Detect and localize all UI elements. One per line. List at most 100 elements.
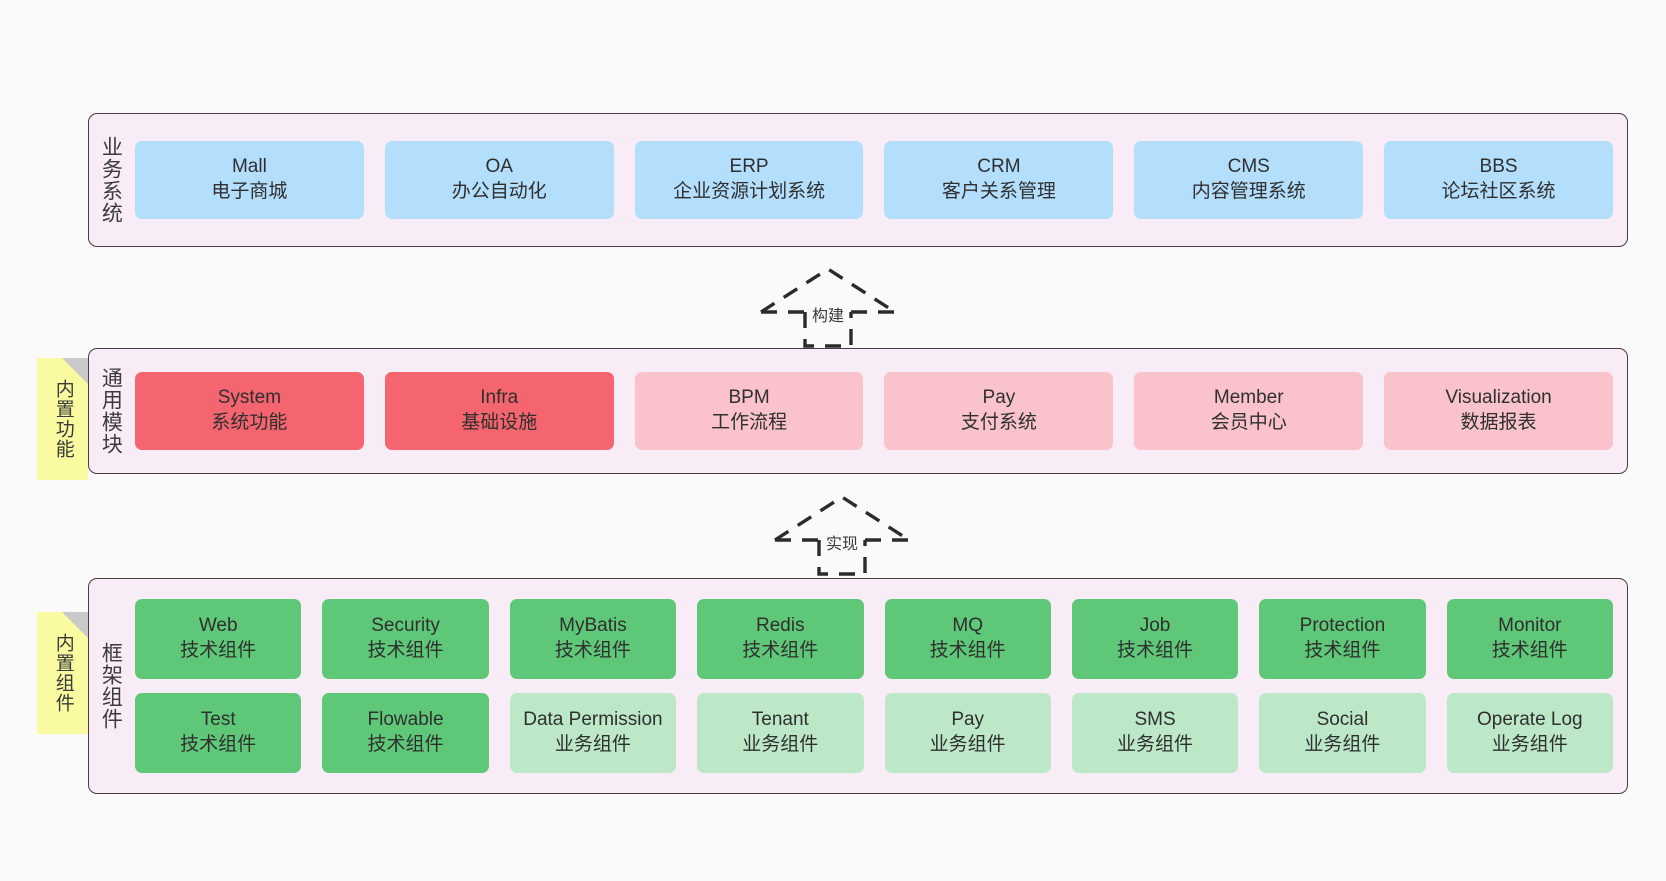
card-title: Pay: [951, 709, 985, 731]
layer-common-module-cards: System 系统功能 Infra 基础设施 BPM 工作流程 Pay 支付系统…: [131, 349, 1627, 473]
card-subtitle: 论坛社区系统: [1441, 181, 1556, 202]
card-row: System 系统功能 Infra 基础设施 BPM 工作流程 Pay 支付系统…: [135, 372, 1613, 450]
layer-common-module-label: 通用模块: [99, 367, 123, 455]
card-title: Infra: [480, 387, 519, 409]
card-oa[interactable]: OA 办公自动化: [384, 141, 614, 219]
card-pay-module[interactable]: Pay 支付系统: [884, 372, 1114, 450]
card-subtitle: 基础设施: [461, 412, 538, 433]
card-title: Test: [200, 709, 236, 731]
card-security[interactable]: Security 技术组件: [322, 599, 489, 679]
note-fold-corner: [62, 612, 88, 638]
card-title: Web: [198, 615, 238, 637]
card-mq[interactable]: MQ 技术组件: [884, 599, 1051, 679]
note-text: 内置功能: [52, 379, 74, 459]
card-subtitle: 数据报表: [1460, 412, 1537, 433]
card-cms[interactable]: CMS 内容管理系统: [1134, 141, 1364, 219]
card-subtitle: 技术组件: [180, 640, 257, 661]
card-subtitle: 系统功能: [211, 412, 288, 433]
card-title: ERP: [729, 156, 769, 178]
card-title: Flowable: [367, 709, 444, 731]
note-builtin-function[interactable]: 内置功能: [37, 358, 88, 480]
card-row: Mall 电子商城 OA 办公自动化 ERP 企业资源计划系统 CRM 客户关系…: [135, 141, 1613, 219]
card-subtitle: 业务组件: [742, 734, 819, 755]
card-social[interactable]: Social 业务组件: [1259, 693, 1426, 773]
arrow-build: 构建: [748, 262, 908, 348]
card-bbs[interactable]: BBS 论坛社区系统: [1384, 141, 1613, 219]
card-subtitle: 技术组件: [1117, 640, 1194, 661]
card-monitor[interactable]: Monitor 技术组件: [1446, 599, 1613, 679]
card-subtitle: 电子商城: [211, 181, 288, 202]
card-web[interactable]: Web 技术组件: [135, 599, 302, 679]
card-title: Member: [1213, 387, 1284, 409]
card-subtitle: 业务组件: [1304, 734, 1381, 755]
card-title: MQ: [952, 615, 983, 637]
card-title: Tenant: [751, 709, 809, 731]
card-mall[interactable]: Mall 电子商城: [135, 141, 364, 219]
card-bpm[interactable]: BPM 工作流程: [634, 372, 864, 450]
card-subtitle: 技术组件: [1491, 640, 1568, 661]
layer-common-module[interactable]: 通用模块 System 系统功能 Infra 基础设施 BPM 工作流程 Pay…: [88, 348, 1628, 474]
note-fold-corner: [62, 358, 88, 384]
card-infra[interactable]: Infra 基础设施: [384, 372, 614, 450]
card-subtitle: 业务组件: [554, 734, 631, 755]
card-subtitle: 业务组件: [1491, 734, 1568, 755]
card-title: CMS: [1227, 156, 1270, 178]
card-member[interactable]: Member 会员中心: [1134, 372, 1364, 450]
layer-framework-component[interactable]: 框架组件 Web 技术组件 Security 技术组件 MyBatis 技术组件…: [88, 578, 1628, 794]
card-flowable[interactable]: Flowable 技术组件: [322, 693, 489, 773]
card-sms[interactable]: SMS 业务组件: [1071, 693, 1239, 773]
card-operate-log[interactable]: Operate Log 业务组件: [1446, 693, 1613, 773]
card-title: Visualization: [1445, 387, 1552, 409]
card-pay-component[interactable]: Pay 业务组件: [884, 693, 1051, 773]
card-title: System: [217, 387, 282, 409]
card-row: Test 技术组件 Flowable 技术组件 Data Permission …: [135, 693, 1613, 773]
layer-framework-component-label: 框架组件: [99, 642, 123, 730]
card-test[interactable]: Test 技术组件: [135, 693, 302, 773]
card-title: Redis: [756, 615, 805, 637]
card-subtitle: 客户关系管理: [941, 181, 1056, 202]
card-subtitle: 会员中心: [1210, 412, 1287, 433]
card-subtitle: 企业资源计划系统: [673, 181, 826, 202]
card-title: Mall: [231, 156, 267, 178]
card-data-permission[interactable]: Data Permission 业务组件: [509, 693, 677, 773]
card-subtitle: 业务组件: [929, 734, 1006, 755]
card-title: BBS: [1479, 156, 1518, 178]
card-tenant[interactable]: Tenant 业务组件: [697, 693, 864, 773]
card-subtitle: 技术组件: [367, 734, 444, 755]
card-title: Social: [1316, 709, 1369, 731]
card-subtitle: 技术组件: [180, 734, 257, 755]
card-title: Data Permission: [523, 709, 663, 731]
card-subtitle: 业务组件: [1117, 734, 1194, 755]
card-title: CRM: [977, 156, 1021, 178]
card-subtitle: 工作流程: [711, 412, 788, 433]
card-title: Operate Log: [1476, 709, 1583, 731]
card-subtitle: 支付系统: [960, 412, 1037, 433]
card-redis[interactable]: Redis 技术组件: [697, 599, 864, 679]
note-text: 内置组件: [52, 633, 74, 713]
arrow-build-shape: [760, 266, 896, 348]
arrow-implement: 实现: [762, 490, 922, 576]
note-builtin-component[interactable]: 内置组件: [37, 612, 88, 734]
card-erp[interactable]: ERP 企业资源计划系统: [634, 141, 864, 219]
card-mybatis[interactable]: MyBatis 技术组件: [509, 599, 677, 679]
card-job[interactable]: Job 技术组件: [1071, 599, 1239, 679]
card-title: SMS: [1134, 709, 1176, 731]
layer-business-system-label: 业务系统: [99, 136, 123, 224]
card-subtitle: 技术组件: [367, 640, 444, 661]
card-title: MyBatis: [559, 615, 627, 637]
card-crm[interactable]: CRM 客户关系管理: [884, 141, 1114, 219]
card-system[interactable]: System 系统功能: [135, 372, 364, 450]
card-subtitle: 技术组件: [1304, 640, 1381, 661]
card-protection[interactable]: Protection 技术组件: [1259, 599, 1426, 679]
card-title: Monitor: [1498, 615, 1562, 637]
layer-business-system[interactable]: 业务系统 Mall 电子商城 OA 办公自动化 ERP 企业资源计划系统 CRM…: [88, 113, 1628, 247]
card-visualization[interactable]: Visualization 数据报表: [1384, 372, 1613, 450]
card-title: Protection: [1299, 615, 1386, 637]
card-row: Web 技术组件 Security 技术组件 MyBatis 技术组件 Redi…: [135, 599, 1613, 679]
card-subtitle: 技术组件: [929, 640, 1006, 661]
card-title: OA: [485, 156, 513, 178]
card-title: BPM: [728, 387, 770, 409]
card-subtitle: 办公自动化: [451, 181, 547, 202]
card-subtitle: 内容管理系统: [1191, 181, 1306, 202]
